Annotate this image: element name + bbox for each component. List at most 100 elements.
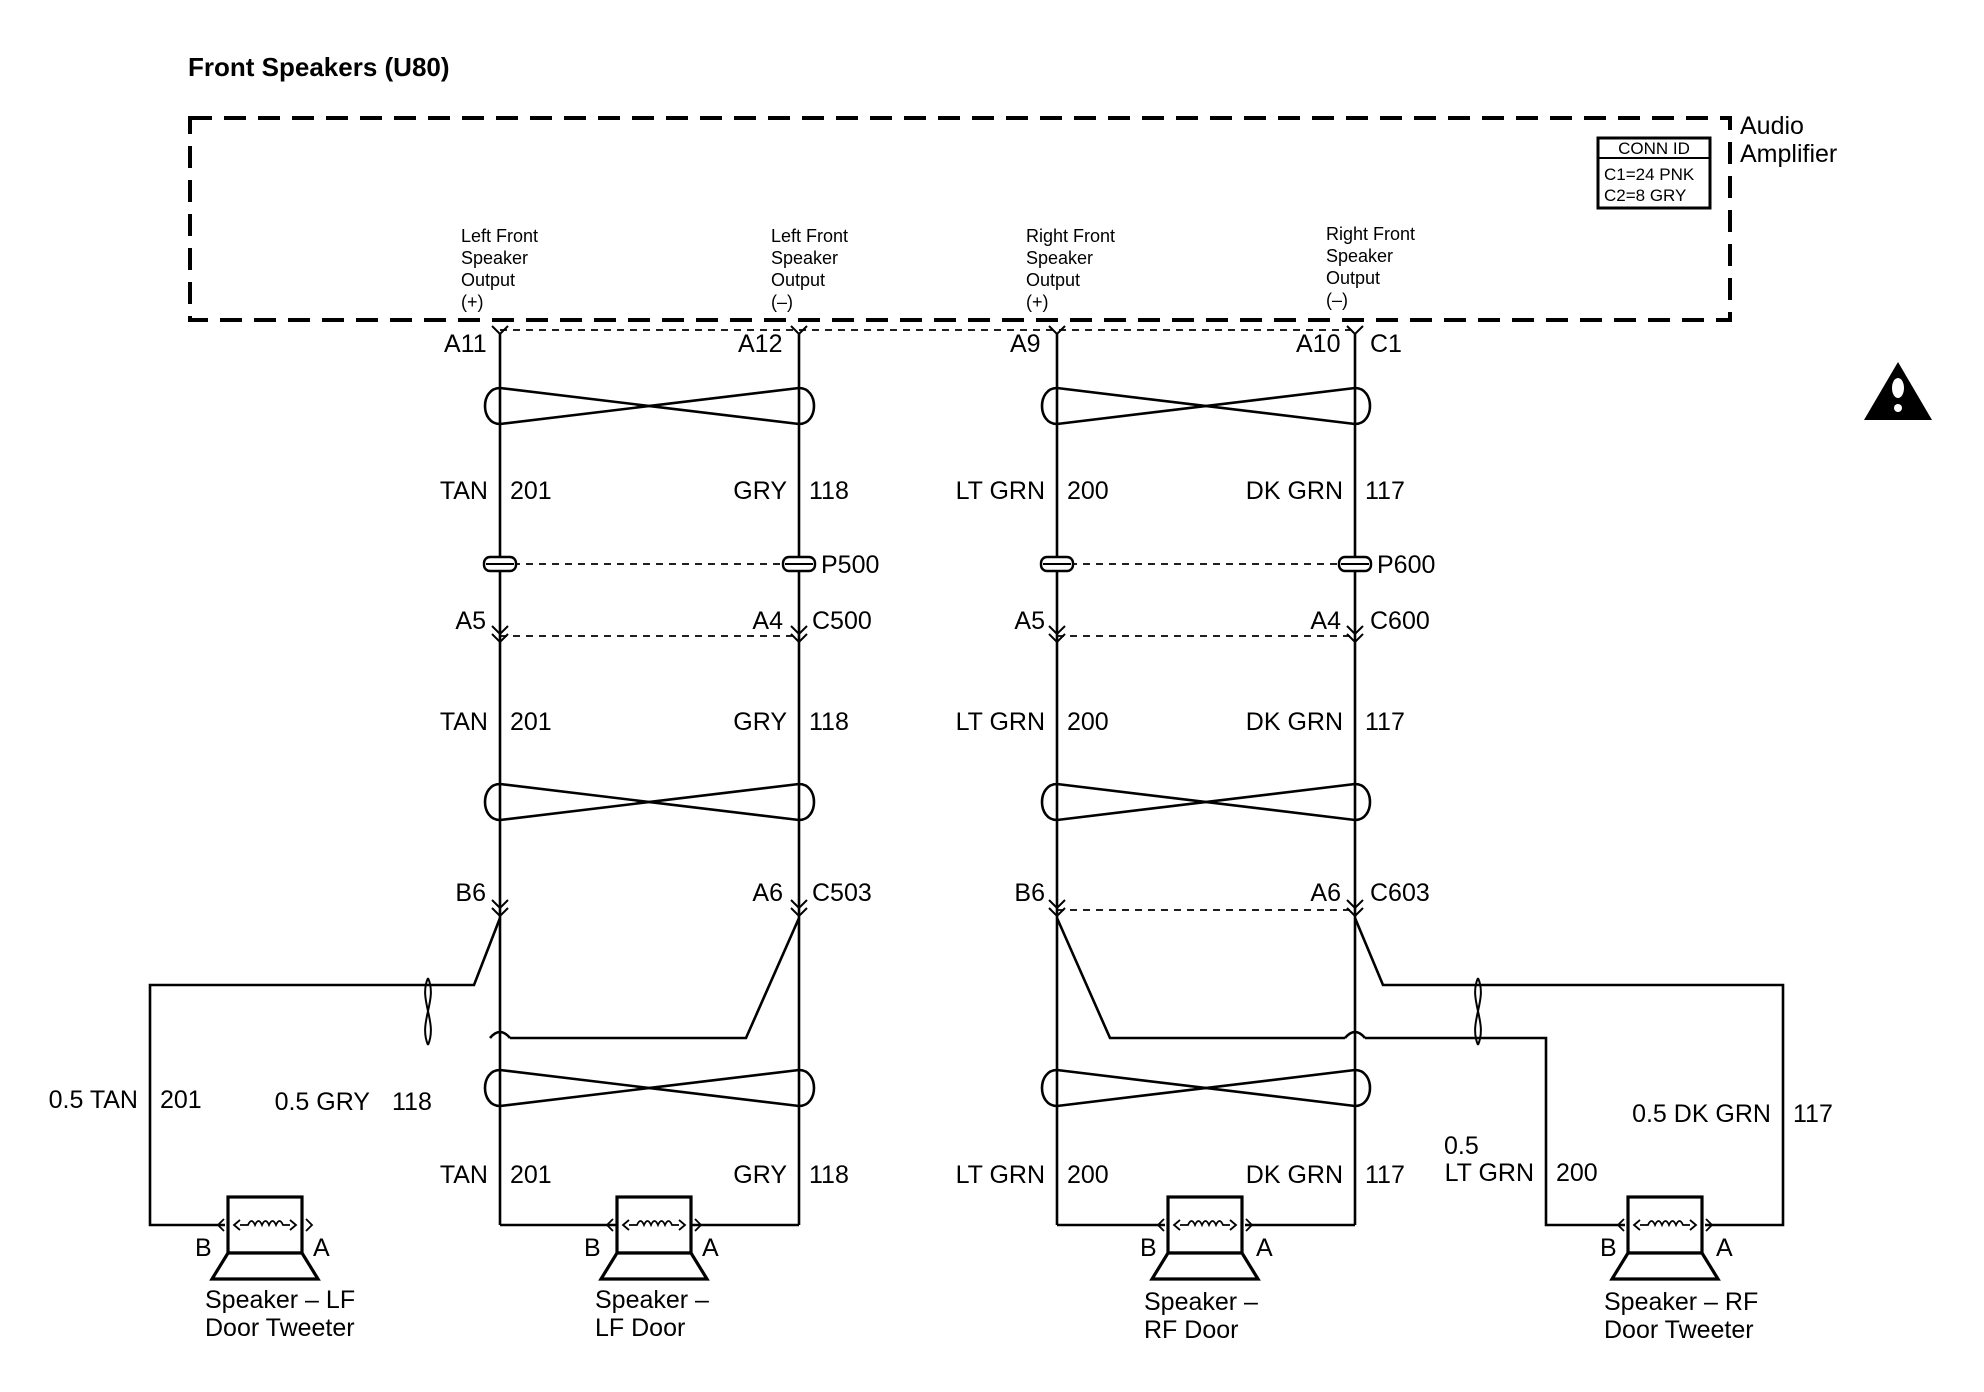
svg-text:Right Front: Right Front: [1326, 224, 1415, 244]
tweeter-wire-color-label-line2: LT GRN: [1445, 1159, 1534, 1187]
speaker-cone: [598, 1251, 710, 1281]
svg-text:(–): (–): [1326, 290, 1348, 310]
twisted-pair-rf-upper: [1040, 386, 1372, 426]
output-label-lf-minus: Left Front Speaker Output (–): [771, 226, 848, 312]
wire-color-label: GRY: [733, 1161, 787, 1189]
speaker-pin-a: A: [1256, 1234, 1273, 1262]
pin-label: B6: [1014, 879, 1045, 907]
wire-crossover-hop: [489, 1030, 511, 1039]
splice-label-p500: P500: [821, 551, 879, 579]
wire-color-label: TAN: [440, 708, 488, 736]
tweeter-wire-color-label-line1: 0.5: [1444, 1132, 1479, 1160]
amplifier-module-frame: [188, 116, 1732, 322]
output-label-rf-plus: Right Front Speaker Output (+): [1026, 226, 1115, 312]
pin-label: A5: [1014, 607, 1045, 635]
svg-text:Left Front: Left Front: [771, 226, 848, 246]
speaker-rf-door: [1149, 1195, 1261, 1281]
twist-symbol-lf-tweeter: [424, 977, 432, 1046]
speaker-terminal-arrow: [621, 1219, 630, 1231]
pin-a9: A9: [1010, 330, 1041, 358]
speaker-rf-door-tweeter: [1609, 1195, 1721, 1281]
tweeter-wire-color-label: 0.5 TAN: [49, 1086, 138, 1114]
wire-circuit-label: 201: [510, 1161, 552, 1189]
tweeter-wire-circuit-label: 117: [1793, 1100, 1833, 1128]
pin-label: B6: [455, 879, 486, 907]
wire-color-label: GRY: [733, 477, 787, 505]
wire-tweeter-rf-ltgrn: [1055, 917, 1345, 1040]
wire-circuit-label: 201: [510, 708, 552, 736]
svg-text:Speaker: Speaker: [461, 248, 528, 268]
speaker-cone: [209, 1251, 321, 1281]
speaker-pin-chevron: [1245, 1218, 1254, 1232]
speaker-terminal-arrow: [1229, 1219, 1238, 1231]
splice-pack-p500: [482, 555, 817, 573]
tweeter-wire-circuit-label: 201: [160, 1086, 202, 1114]
speaker-magnet-box: [1626, 1195, 1704, 1255]
conn-id-line1: C1=24 PNK: [1604, 165, 1695, 184]
pin-label: A4: [752, 607, 783, 635]
svg-text:Output: Output: [1026, 270, 1080, 290]
tweeter-wire-circuit-label: 118: [392, 1088, 432, 1116]
twist-symbol-rf-tweeter: [1474, 977, 1482, 1046]
speaker-pin-chevron: [694, 1218, 703, 1232]
speaker-pin-b: B: [1600, 1234, 1617, 1262]
svg-text:Output: Output: [1326, 268, 1380, 288]
speaker-name-line1: Speaker – LF: [205, 1286, 355, 1314]
connector-label-c600: C600: [1370, 607, 1430, 635]
wire-tweeter-rf-ltgrn-continued: [1365, 1036, 1625, 1227]
svg-text:Left Front: Left Front: [461, 226, 538, 246]
speaker-pin-chevron: [1616, 1218, 1625, 1232]
speaker-pin-chevron: [305, 1218, 314, 1232]
wire-circuit-label: 117: [1365, 1161, 1405, 1189]
speaker-magnet-box: [1166, 1195, 1244, 1255]
speaker-cone: [1149, 1251, 1261, 1281]
wire-color-label: DK GRN: [1246, 1161, 1343, 1189]
wire-color-label: TAN: [440, 1161, 488, 1189]
wire-circuit-label: 118: [809, 477, 849, 505]
conn-id-line2: C2=8 GRY: [1604, 186, 1686, 205]
speaker-terminal-arrow: [1689, 1219, 1698, 1231]
connector-c503: [491, 899, 808, 918]
speaker-pin-a: A: [1716, 1234, 1733, 1262]
wire-color-label: DK GRN: [1246, 477, 1343, 505]
output-label-rf-minus: Right Front Speaker Output (–): [1326, 224, 1415, 310]
tweeter-wire-color-label: 0.5 DK GRN: [1632, 1100, 1771, 1128]
speaker-pin-a: A: [313, 1234, 330, 1262]
connector-c1-label: C1: [1370, 330, 1402, 358]
wire-circuit-label: 201: [510, 477, 552, 505]
svg-text:(+): (+): [461, 292, 484, 312]
wire-circuit-label: 200: [1067, 477, 1109, 505]
caution-triangle-icon[interactable]: [1864, 362, 1932, 420]
svg-text:(+): (+): [1026, 292, 1049, 312]
speaker-terminal-arrow: [1632, 1219, 1641, 1231]
speaker-pin-b: B: [584, 1234, 601, 1262]
speaker-pin-chevron: [605, 1218, 614, 1232]
wire-tweeter-lf-gry: [510, 917, 801, 1040]
speaker-name-line1: Speaker –: [595, 1286, 709, 1314]
conn-id-title: CONN ID: [1618, 139, 1690, 158]
speaker-pin-a: A: [702, 1234, 719, 1262]
speaker-terminal-arrow: [1172, 1219, 1181, 1231]
splice-pack-p600: [1039, 555, 1373, 573]
wire-circuit-label: 117: [1365, 477, 1405, 505]
speaker-name-line1: Speaker – RF: [1604, 1288, 1758, 1316]
wire-color-label: GRY: [733, 708, 787, 736]
speaker-coil-icon: [240, 1220, 290, 1228]
twisted-pair-rf-lower: [1040, 1068, 1372, 1108]
speaker-coil-icon: [1640, 1220, 1690, 1228]
wire-color-label: TAN: [440, 477, 488, 505]
speaker-pin-chevron: [1156, 1218, 1165, 1232]
wire-circuit-label: 200: [1067, 1161, 1109, 1189]
wire-color-label: LT GRN: [956, 1161, 1045, 1189]
connector-label-c500: C500: [812, 607, 872, 635]
wire-circuit-label: 118: [809, 1161, 849, 1189]
speaker-coil-icon: [1180, 1220, 1230, 1228]
connector-c603: [1048, 899, 1364, 918]
pin-label: A4: [1310, 607, 1341, 635]
speaker-pin-chevron: [216, 1218, 225, 1232]
speaker-coil-icon: [629, 1220, 679, 1228]
speaker-name-line2: Door Tweeter: [1604, 1316, 1754, 1344]
speaker-terminal-arrow: [289, 1219, 298, 1231]
wire-tweeter-lf-tan: [148, 917, 502, 1227]
